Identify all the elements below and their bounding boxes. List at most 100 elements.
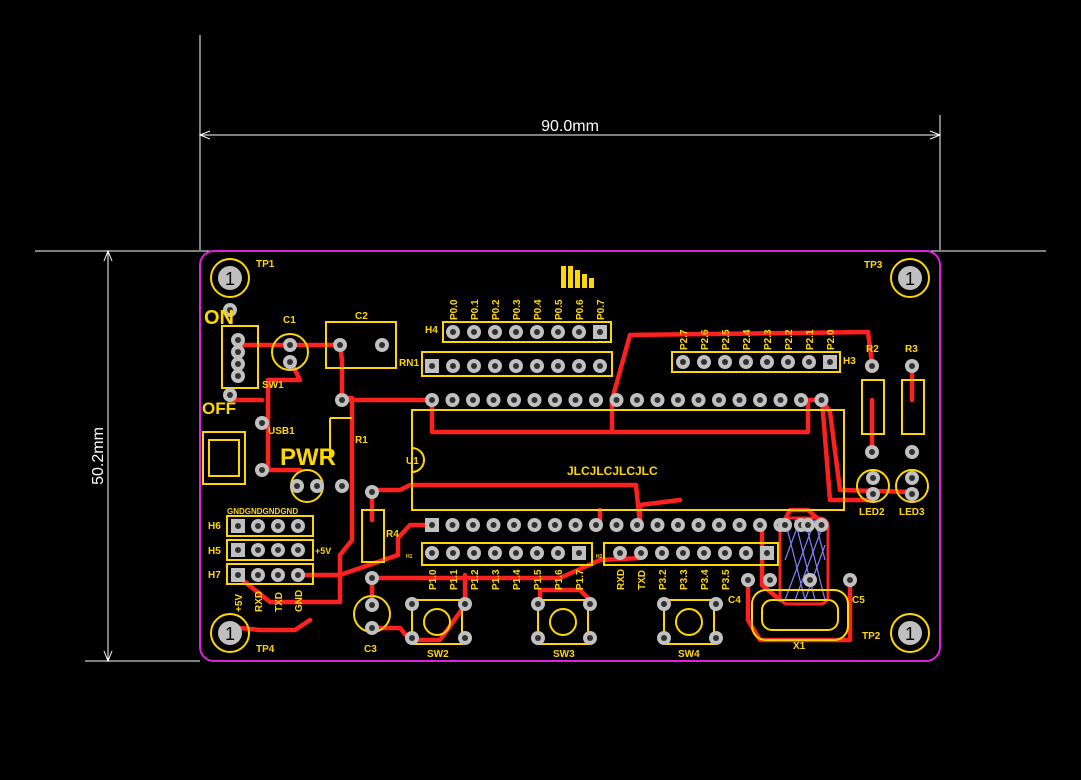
pwr-led-pad xyxy=(290,479,304,493)
c2-pad xyxy=(375,338,389,352)
u1-label: U1 xyxy=(406,456,419,467)
h5-pad xyxy=(251,543,265,557)
h1-pad xyxy=(530,546,544,560)
pwr-label: PWR xyxy=(280,444,336,471)
u1-pad xyxy=(773,393,788,407)
tp3-label: TP3 xyxy=(864,260,883,271)
led2-label: LED2 xyxy=(859,507,885,518)
r2-pad xyxy=(865,359,879,373)
sw2-pad xyxy=(458,597,472,611)
u1-pad xyxy=(527,393,542,407)
h1-pad xyxy=(467,546,481,560)
h1-pad xyxy=(551,546,565,560)
r2-pad xyxy=(865,445,879,459)
jlc-logo-icon xyxy=(561,266,594,288)
c3-pad xyxy=(365,598,379,612)
u1-pad xyxy=(794,393,808,407)
h2-pin-label: RXD xyxy=(616,569,627,590)
h7-label: H7 xyxy=(208,570,221,581)
h4-label: H4 xyxy=(425,325,438,336)
u1-pad xyxy=(609,393,624,407)
test-point-tp1[interactable]: 1 xyxy=(210,258,250,298)
sw1-pad xyxy=(231,333,245,347)
h1-pin-label: P1.1 xyxy=(449,569,460,590)
r4-pad xyxy=(365,485,379,499)
crystal-cap-pad xyxy=(763,573,777,587)
h7-pin-label: TXD xyxy=(274,592,285,612)
test-point-tp2[interactable]: 1 xyxy=(890,613,930,653)
sw4-pad xyxy=(657,597,671,611)
height-dimension-label: 50.2mm xyxy=(90,427,107,485)
sw2-pad xyxy=(405,631,419,645)
c1-pad xyxy=(283,338,297,352)
h5-pin-label: +5V xyxy=(315,546,331,556)
led2-pad xyxy=(866,487,880,501)
u1-pad xyxy=(589,518,603,532)
rn1-pad xyxy=(488,359,502,373)
test-point-tp4[interactable]: 1 xyxy=(210,613,250,653)
on-label: ON xyxy=(204,307,234,329)
u1-pad xyxy=(425,393,439,407)
h2-pin-label: TXD xyxy=(637,570,648,590)
h3-pad xyxy=(781,355,795,369)
h3-pin-label: P2.3 xyxy=(763,329,774,350)
u1-pad xyxy=(425,518,439,532)
usb1-pad xyxy=(255,463,269,477)
r1-label: R1 xyxy=(355,435,368,446)
h4-pad xyxy=(509,325,523,339)
off-label: OFF xyxy=(202,399,236,418)
u1-pad xyxy=(486,393,501,407)
sw3-label: SW3 xyxy=(553,649,575,660)
h1-pin-label: P1.2 xyxy=(470,569,481,590)
h7-pad xyxy=(291,568,305,582)
h4-pad xyxy=(488,325,502,339)
tp2-label: TP2 xyxy=(862,631,881,642)
h6-pin-labels: GNDGNDGNDGND xyxy=(227,507,298,516)
h1-pin-label: P1.7 xyxy=(575,569,586,590)
usb1-pad xyxy=(255,416,269,430)
h3-pad xyxy=(718,355,732,369)
h1-pad xyxy=(488,546,502,560)
u1-pad xyxy=(445,393,460,407)
h3-pad xyxy=(676,355,690,369)
led3-pad xyxy=(905,487,919,501)
h6-pad xyxy=(251,519,265,533)
h2-pad xyxy=(697,546,711,560)
h4-pin-label: P0.7 xyxy=(596,299,607,320)
u1-pad xyxy=(445,518,460,532)
h2-pin-label: P3.2 xyxy=(658,569,669,590)
h4-pad xyxy=(593,325,607,339)
h1-label: H1 xyxy=(406,554,413,560)
r1-pad xyxy=(335,479,349,493)
sw3-pad xyxy=(583,631,597,645)
crystal-pad-zone xyxy=(778,516,830,606)
u1-pad xyxy=(753,393,767,407)
r4-pad xyxy=(365,571,379,585)
u1-pad xyxy=(527,518,542,532)
h2-pad xyxy=(655,546,669,560)
sw1-pad xyxy=(231,369,245,383)
sw3-pad xyxy=(531,631,545,645)
c3-label: C3 xyxy=(364,644,377,655)
h7-pad xyxy=(251,568,265,582)
sw4-pad xyxy=(657,631,671,645)
sw4-pad xyxy=(709,631,723,645)
rn1-pad xyxy=(572,359,586,373)
c2-label: C2 xyxy=(355,311,368,322)
u1-pad xyxy=(466,518,480,532)
crystal-cap-pad xyxy=(803,573,817,587)
h4-pin-label: P0.0 xyxy=(449,299,460,320)
test-point-tp3[interactable]: 1 xyxy=(890,258,930,298)
r3-pad xyxy=(905,359,919,373)
r2-label: R2 xyxy=(866,344,879,355)
u1-pad xyxy=(732,518,747,532)
u1-pad xyxy=(814,393,829,407)
pwr-led-pad xyxy=(310,479,324,493)
h7-pin-label: GND xyxy=(294,590,305,612)
x1-pad xyxy=(801,518,815,532)
u1-pad xyxy=(548,393,562,407)
sw4-label: SW4 xyxy=(678,649,700,660)
u1-pad xyxy=(814,518,829,532)
crystal-hatch xyxy=(784,519,826,601)
h3-pad xyxy=(802,355,816,369)
